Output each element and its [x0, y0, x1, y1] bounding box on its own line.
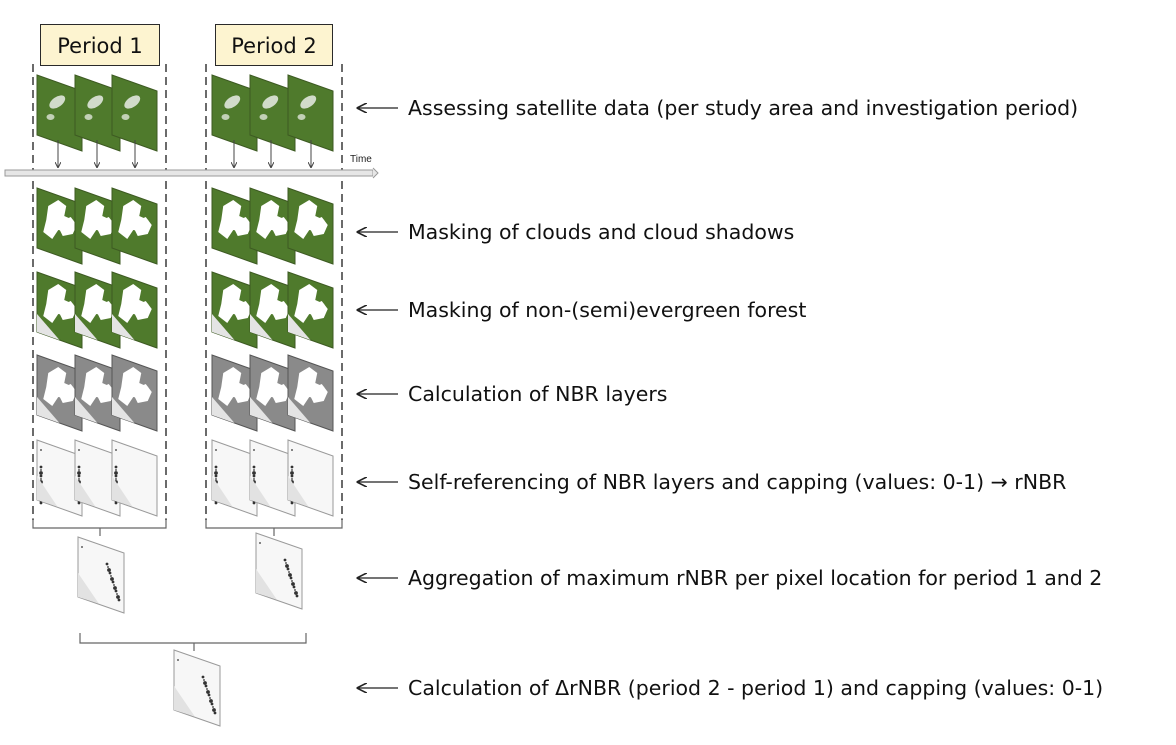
- cloud-masked-tile-p1-3: [111, 187, 158, 265]
- brace-period-1: [32, 518, 167, 536]
- cloud-masked-tile-p1-1: [36, 187, 83, 265]
- down-arrows: [58, 140, 311, 167]
- rnbr-layer-tile-p2-1: [211, 439, 258, 517]
- rnbr-layer-tile-p1-2: [74, 439, 121, 517]
- satellite-tile-p2-1: [211, 74, 258, 152]
- nbr-layer-tile-p1-3: [111, 354, 158, 432]
- step-label-delta-rnbr: Calculation of ΔrNBR (period 2 - period …: [408, 676, 1104, 700]
- nbr-layer-tile-p2-3: [287, 354, 334, 432]
- nbr-layer-tile-p1-1: [36, 354, 83, 432]
- period-1-label: Period 1: [40, 24, 160, 66]
- cloud-masked-tile-p1-2: [74, 187, 121, 265]
- satellite-tile-p2-3: [287, 74, 334, 152]
- step-label-cloud-masking: Masking of clouds and cloud shadows: [408, 220, 795, 244]
- rnbr-layer-tile-p1-3: [111, 439, 158, 517]
- cloud-masked-tile-p2-3: [287, 187, 334, 265]
- cloud-masked-tile-p2-2: [249, 187, 296, 265]
- tile-grid: [36, 74, 334, 727]
- satellite-tile-p1-2: [74, 74, 121, 152]
- step-label-nbr: Calculation of NBR layers: [408, 382, 668, 406]
- forest-masked-tile-p1-2: [74, 271, 121, 349]
- satellite-tile-p1-1: [36, 74, 83, 152]
- nbr-layer-tile-p2-2: [249, 354, 296, 432]
- time-label: Time: [350, 154, 372, 165]
- aggregated-rnbr-tile-p1: [77, 536, 125, 614]
- forest-masked-tile-p2-1: [211, 271, 258, 349]
- forest-masked-tile-p2-2: [249, 271, 296, 349]
- step-label-aggregation: Aggregation of maximum rNBR per pixel lo…: [408, 566, 1103, 590]
- forest-masked-tile-p1-1: [36, 271, 83, 349]
- forest-masked-tile-p1-3: [111, 271, 158, 349]
- step-arrows: [358, 108, 398, 688]
- period-1-column: [32, 64, 167, 520]
- brace-period-2: [205, 518, 343, 536]
- nbr-layer-tile-p2-1: [211, 354, 258, 432]
- forest-masked-tile-p2-3: [287, 271, 334, 349]
- aggregated-rnbr-tile-p2: [255, 532, 303, 610]
- time-axis: [4, 167, 379, 179]
- nbr-layer-tile-p1-2: [74, 354, 121, 432]
- rnbr-layer-tile-p2-3: [287, 439, 334, 517]
- satellite-tile-p1-3: [111, 74, 158, 152]
- step-label-satellite: Assessing satellite data (per study area…: [408, 96, 1079, 120]
- delta-rnbr-tile: [173, 649, 221, 727]
- rnbr-layer-tile-p2-2: [249, 439, 296, 517]
- cloud-masked-tile-p2-1: [211, 187, 258, 265]
- step-label-rnbr: Self-referencing of NBR layers and cappi…: [408, 470, 1067, 494]
- period-2-column: [205, 64, 343, 520]
- step-label-forest-masking: Masking of non-(semi)evergreen forest: [408, 298, 807, 322]
- rnbr-layer-tile-p1-1: [36, 439, 83, 517]
- brace-combined: [79, 633, 307, 651]
- satellite-tile-p2-2: [249, 74, 296, 152]
- period-2-label: Period 2: [215, 24, 333, 66]
